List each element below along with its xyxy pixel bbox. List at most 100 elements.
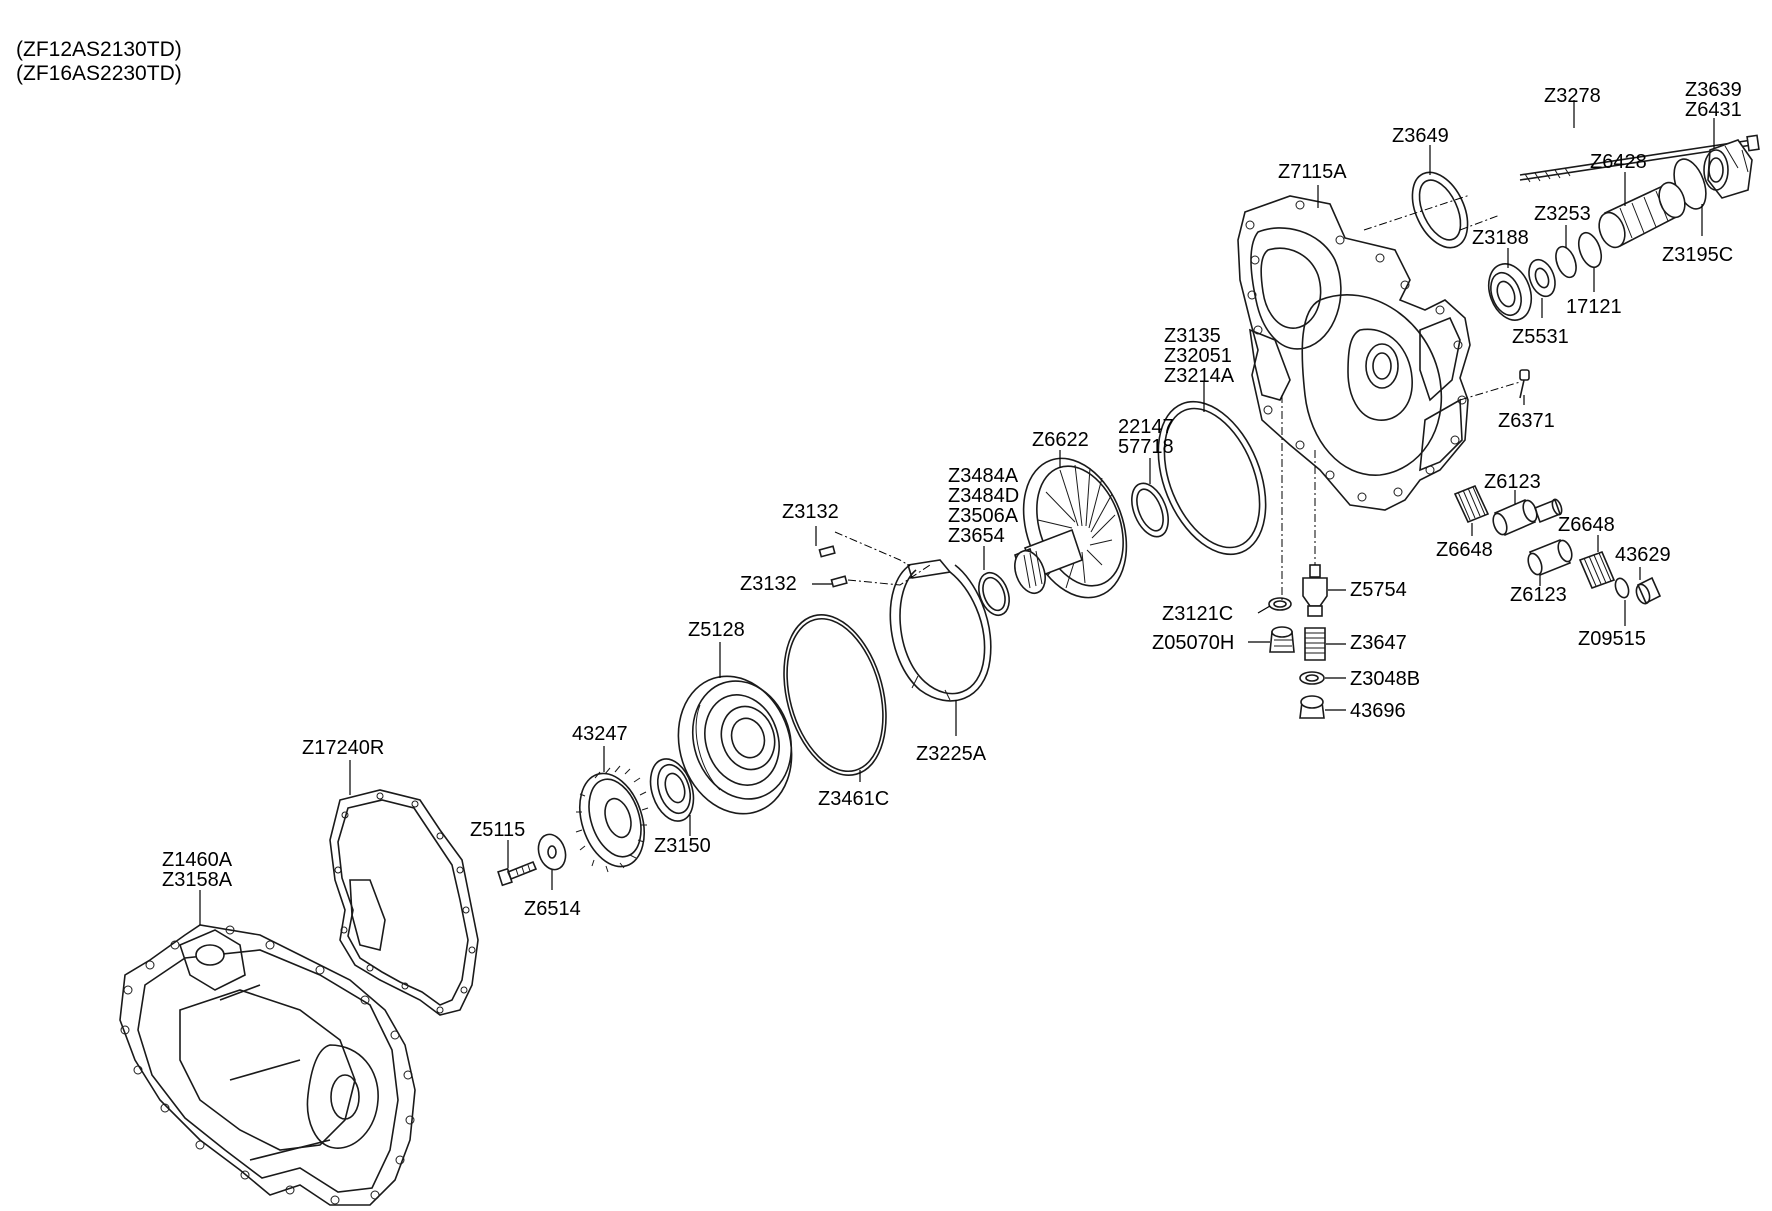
label-z32051: Z32051: [1164, 345, 1232, 367]
label-z5531: Z5531: [1512, 326, 1569, 348]
label-z17240r: Z17240R: [302, 737, 384, 759]
snap-ring-z3253: [1555, 245, 1577, 279]
washer-z3121c-inner: [1273, 600, 1287, 608]
axis-line-3: [1459, 381, 1521, 401]
label-z3649: Z3649: [1392, 125, 1449, 147]
label-z3484a: Z3484A: [948, 465, 1019, 487]
label-z3121c: Z3121C: [1162, 603, 1233, 625]
axis-line-6: [834, 531, 911, 567]
shim-ring-inner: [1163, 407, 1261, 549]
bearing-z3188: [1487, 263, 1533, 321]
label-z1460a: Z1460A: [162, 849, 233, 871]
label-22147: 22147: [1118, 416, 1174, 438]
valve-spool-top: [1492, 498, 1563, 537]
label-z6514: Z6514: [524, 898, 581, 920]
washer-z6514: [537, 833, 567, 871]
label-43247: 43247: [572, 723, 628, 745]
axis-line-2: [1459, 214, 1501, 231]
bolt-z5115: [497, 860, 538, 887]
label-z3214a: Z3214A: [1164, 365, 1235, 387]
valve-spool-bottom: [1527, 538, 1573, 577]
plug-43629: [1635, 576, 1662, 605]
filter-element: [1598, 181, 1686, 249]
axis-line-7: [847, 564, 931, 586]
label-z3150: Z3150: [654, 835, 711, 857]
washer-z3048b: [1299, 671, 1325, 685]
seal-ring-z09515: [1614, 577, 1630, 599]
label-z3484d: Z3484D: [948, 485, 1019, 507]
label-z3195c: Z3195C: [1662, 244, 1733, 266]
gear-43247: [575, 765, 649, 873]
model-code-2: (ZF16AS2230TD): [16, 62, 182, 85]
label-z3461c: Z3461C: [818, 788, 889, 810]
label-z3158a: Z3158A: [162, 869, 233, 891]
cap-43696: [1299, 695, 1325, 719]
label-z09515: Z09515: [1578, 628, 1646, 650]
ring-z3654: [978, 571, 1010, 617]
small-bearing: [1528, 258, 1556, 298]
pump-housing: [677, 675, 793, 815]
label-z6123-top: Z6123: [1484, 471, 1541, 493]
valve-spring-left: [1453, 484, 1490, 524]
label-z7115a: Z7115A: [1278, 161, 1347, 183]
pin-z3132-top: [818, 545, 836, 558]
label-z6648-left: Z6648: [1436, 539, 1493, 561]
valve-plunger: [1302, 564, 1328, 617]
label-z3253: Z3253: [1534, 203, 1591, 225]
spring-z3647: [1304, 627, 1326, 661]
label-43629: 43629: [1615, 544, 1671, 566]
leader-lines: [199, 100, 1715, 925]
label-z6123-bottom: Z6123: [1510, 584, 1567, 606]
label-z3506a: Z3506A: [948, 505, 1019, 527]
label-z3132-top: Z3132: [782, 501, 839, 523]
washer-z3121c: [1268, 597, 1292, 611]
small-screw: [1519, 369, 1530, 399]
pin-z3132-mid: [830, 575, 848, 588]
label-17121: 17121: [1566, 296, 1622, 318]
valve-spring-right: [1578, 550, 1616, 590]
ring-z3649: [1411, 171, 1469, 249]
plug-z05070h: [1269, 626, 1295, 653]
label-z3278: Z3278: [1544, 85, 1601, 107]
label-z3647: Z3647: [1350, 632, 1407, 654]
label-z5754: Z5754: [1350, 579, 1407, 601]
label-z6622: Z6622: [1032, 429, 1089, 451]
ring-22147: [1131, 482, 1169, 538]
gasket-z17240r: [329, 789, 479, 1016]
label-57718: 57718: [1118, 436, 1174, 458]
label-z6431: Z6431: [1685, 99, 1742, 121]
label-z3135: Z3135: [1164, 325, 1221, 347]
label-z6648-right: Z6648: [1558, 514, 1615, 536]
axis-line-1: [1363, 194, 1471, 231]
label-z05070h: Z05070H: [1152, 632, 1234, 654]
ring-22147-inner: [1136, 488, 1164, 532]
label-z3132-mid: Z3132: [740, 573, 797, 595]
oil-pump-rotor: [1014, 457, 1128, 599]
cap-nut: [1703, 139, 1753, 199]
washer-z3048b-inner: [1305, 674, 1319, 682]
spring-band: [889, 559, 992, 702]
shim-ring-z3135: [1157, 400, 1267, 556]
big-o-ring-inner: [786, 617, 884, 773]
label-z3225a: Z3225A: [916, 743, 987, 765]
label-z5115: Z5115: [470, 819, 525, 841]
ring-z3654-inner: [982, 576, 1006, 612]
rear-housing-cover: [1237, 195, 1471, 511]
model-code-1: (ZF12AS2130TD): [16, 38, 182, 61]
label-z5128: Z5128: [688, 619, 745, 641]
label-z6428: Z6428: [1590, 151, 1647, 173]
label-z3654: Z3654: [948, 525, 1005, 547]
label-43696: 43696: [1350, 700, 1406, 722]
callout-labels: Z3639 Z6431 Z3278 Z3649 Z7115A Z6428 Z32…: [162, 79, 1742, 920]
main-housing: [119, 924, 416, 1206]
o-ring-17121: [1577, 231, 1603, 269]
label-z3188: Z3188: [1472, 227, 1529, 249]
bearing-z3150: [649, 758, 695, 822]
label-z3639: Z3639: [1685, 79, 1742, 101]
label-z6371: Z6371: [1498, 410, 1555, 432]
big-o-ring: [783, 614, 887, 776]
label-z3048b: Z3048B: [1350, 668, 1420, 690]
long-bolt: [1519, 134, 1760, 183]
